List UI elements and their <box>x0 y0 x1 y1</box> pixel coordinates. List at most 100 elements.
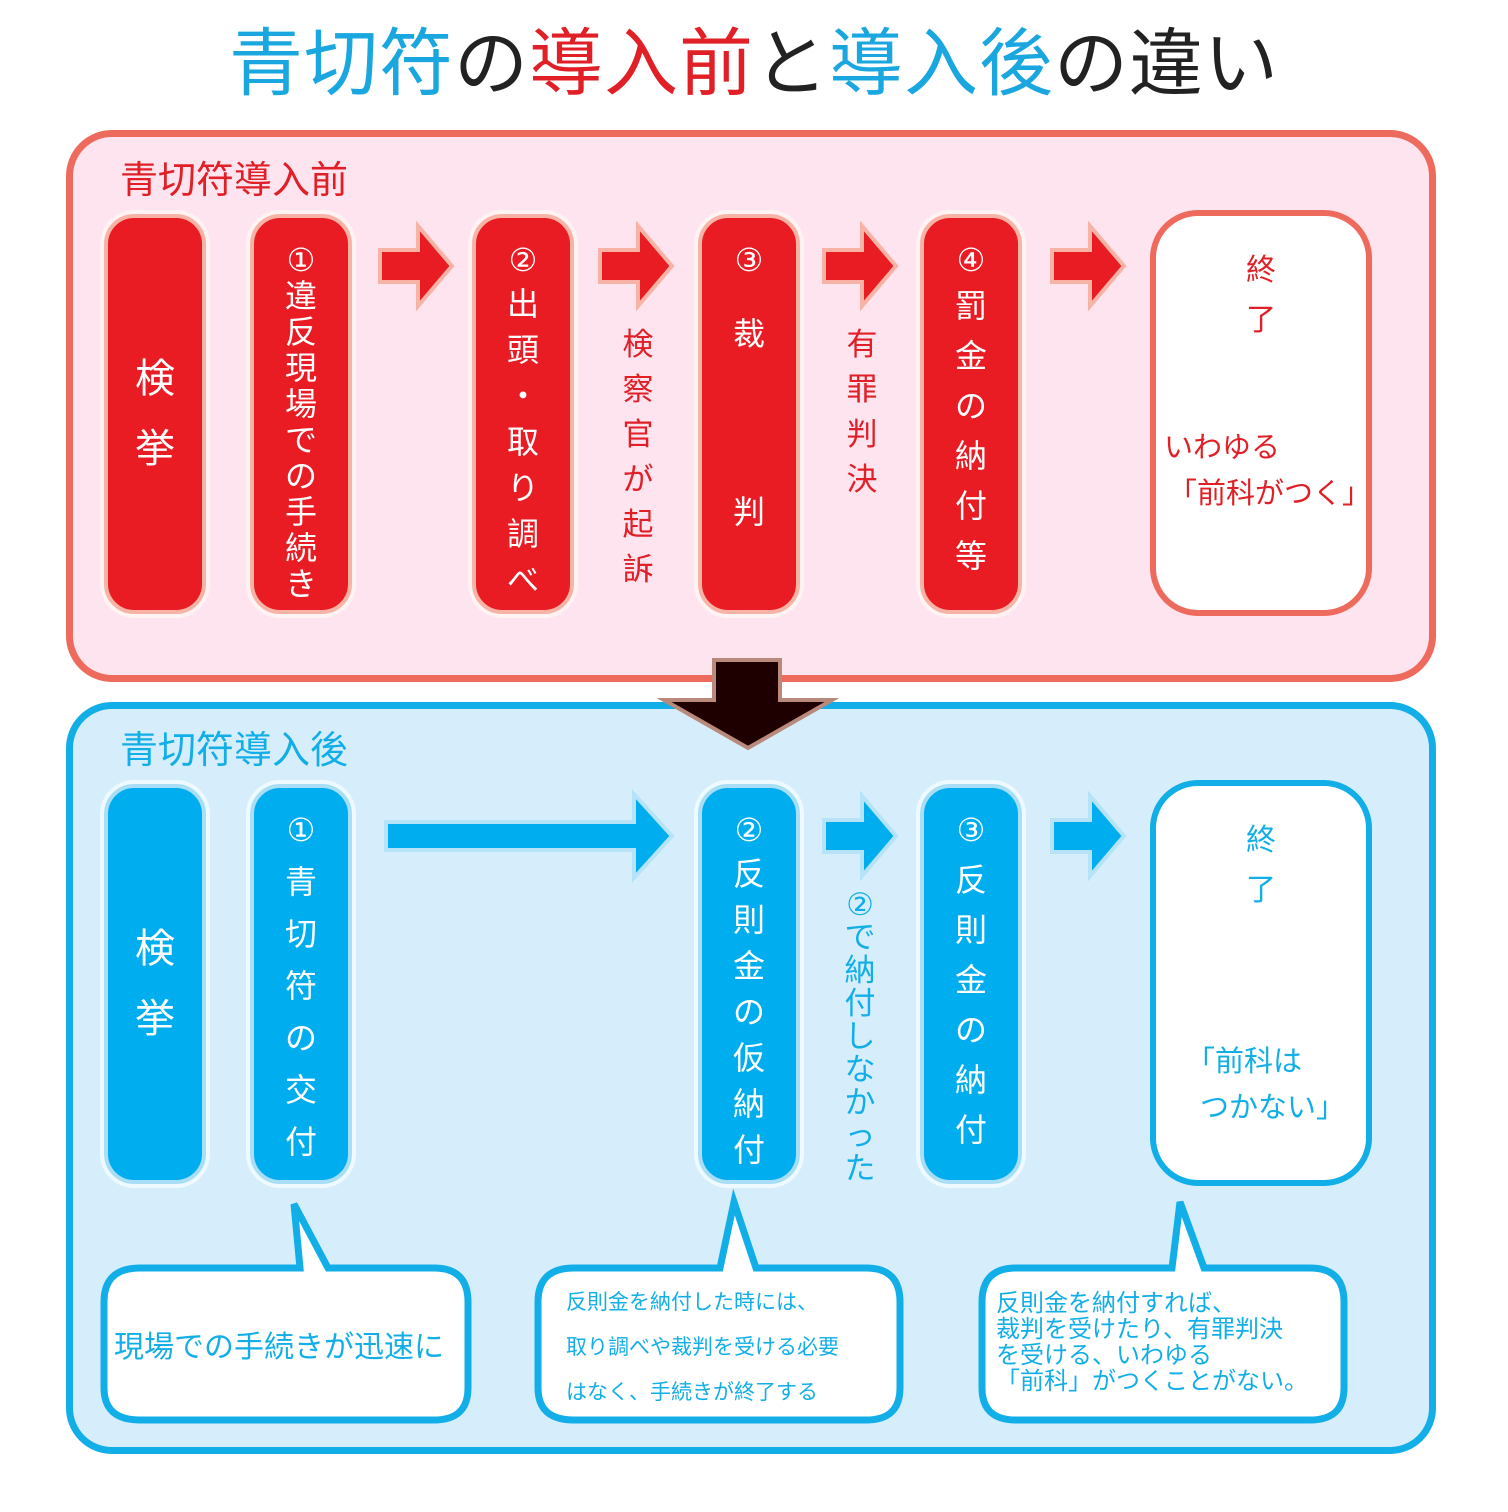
vertical-char: 訴 <box>622 552 654 588</box>
before-panel-title: 青切符導入前 <box>120 158 349 202</box>
vertical-char: 有 <box>846 327 878 363</box>
vertical-char: 青 <box>284 863 317 901</box>
vertical-char: 了 <box>1246 873 1276 908</box>
title-after: 導入後 <box>829 21 1054 107</box>
vertical-char: 挙 <box>135 996 175 1042</box>
before-end-line2: 「前科がつく」 <box>1168 476 1372 510</box>
bubble-2-line-2: 取り調べや裁判を受ける必要 <box>566 1335 839 1359</box>
vertical-char: か <box>844 1085 876 1121</box>
vertical-char: の <box>954 387 987 425</box>
vertical-char: 金 <box>954 337 987 375</box>
title-to: と <box>754 21 829 107</box>
before-start-arrest: 検挙 <box>104 214 206 614</box>
arrow-right-icon <box>598 220 675 312</box>
vertical-char: の <box>954 1011 987 1049</box>
vertical-char: 裁 <box>732 315 765 353</box>
after-panel-title: 青切符導入後 <box>120 728 349 772</box>
arrow-right-icon <box>1050 220 1127 312</box>
before-label-guilty-verdict: 有罪判決 <box>842 330 882 496</box>
vertical-char: 反 <box>284 313 317 351</box>
bubble-3-line-1: 反則金を納付すれば、 <box>996 1289 1236 1317</box>
after-start-arrest: 検挙 <box>104 784 206 1184</box>
vertical-char: 納 <box>954 1061 987 1099</box>
after-end-line1: 「前科は <box>1186 1044 1303 1078</box>
vertical-char: 検 <box>135 356 175 402</box>
after-step-2: ② 反則金の仮納付 <box>698 784 800 1184</box>
vertical-char: 切 <box>284 915 317 953</box>
vertical-char: 場 <box>284 385 317 423</box>
vertical-char: た <box>844 1151 876 1187</box>
vertical-char: ・ <box>506 377 539 415</box>
bubble-3-line-3: を受ける、いわゆる <box>996 1341 1212 1369</box>
vertical-char: 交 <box>284 1071 317 1109</box>
vertical-char: 納 <box>732 1085 765 1123</box>
vertical-char: 付 <box>732 1131 765 1169</box>
vertical-char: べ <box>506 561 539 599</box>
vertical-char: 則 <box>954 911 987 949</box>
speech-bubble-3 <box>978 1200 1348 1424</box>
after-end-title: 終了 <box>1156 826 1366 906</box>
speech-bubble-1 <box>100 1202 472 1424</box>
vertical-char: 決 <box>846 462 878 498</box>
vertical-char: 終 <box>1246 253 1276 288</box>
vertical-char: 手 <box>284 493 317 531</box>
before-step-3: ③ 裁判 <box>698 214 800 614</box>
vertical-char: の <box>284 1019 317 1057</box>
vertical-char: の <box>732 993 765 1031</box>
vertical-char: 金 <box>954 961 987 999</box>
after-step-3-number: ③ <box>956 811 986 849</box>
before-step-4-number: ④ <box>956 241 986 279</box>
vertical-char: 反 <box>732 855 765 893</box>
vertical-char: 出 <box>506 285 539 323</box>
arrow-right-icon <box>822 790 899 882</box>
after-step-1-label: 青切符の交付 <box>285 866 317 1158</box>
bubble-3-line-4: 「前科」がつくことがない。 <box>996 1367 1308 1395</box>
vertical-char: 了 <box>1246 303 1276 338</box>
vertical-char: 罪 <box>846 372 878 408</box>
vertical-char: 官 <box>622 417 654 453</box>
after-step-1-number: ① <box>286 811 316 849</box>
after-step-2-label: 反則金の仮納付 <box>733 858 765 1166</box>
title-no: の <box>454 21 529 107</box>
before-step-1: ① 違反現場での手続き <box>250 214 352 614</box>
vertical-char: 判 <box>846 417 878 453</box>
before-end-title: 終了 <box>1156 256 1366 336</box>
bubble-3-line-2: 裁判を受けたり、有罪判決 <box>996 1315 1284 1343</box>
after-step-3-label: 反則金の納付 <box>955 864 987 1146</box>
speech-bubble-2 <box>534 1188 904 1424</box>
vertical-char: 納 <box>844 953 876 989</box>
vertical-char: 現 <box>284 349 317 387</box>
bubble-1-text: 現場での手続きが迅速に <box>114 1330 444 1365</box>
vertical-char: 起 <box>622 507 654 543</box>
vertical-char: 察 <box>622 372 654 408</box>
before-step-2: ② 出頭・取り調べ <box>472 214 574 614</box>
vertical-char: 終 <box>1246 823 1276 858</box>
vertical-char: 等 <box>954 537 987 575</box>
vertical-char: 調 <box>506 515 539 553</box>
title-before: 導入前 <box>529 21 754 107</box>
vertical-char: 違 <box>284 277 317 315</box>
vertical-char: 判 <box>732 493 765 531</box>
title-difference: の違い <box>1054 21 1279 107</box>
arrow-down-icon <box>656 658 840 751</box>
before-step-1-number: ① <box>286 241 316 279</box>
after-end-line2: つかない」 <box>1200 1090 1346 1124</box>
vertical-char: 付 <box>954 487 987 525</box>
after-step-3: ③ 反則金の納付 <box>920 784 1022 1184</box>
arrow-right-icon <box>822 220 899 312</box>
title-aokippu: 青切符 <box>229 21 454 107</box>
vertical-char: 符 <box>284 967 317 1005</box>
page-title: 青切符の導入前と導入後の違い <box>0 14 1508 114</box>
before-step-2-number: ② <box>508 241 538 279</box>
vertical-char: が <box>622 462 654 498</box>
arrow-right-long-icon <box>384 788 675 884</box>
vertical-char: 付 <box>844 986 876 1022</box>
vertical-char: 続 <box>284 529 317 567</box>
before-label-prosecution: 検察官が起訴 <box>618 330 658 586</box>
before-step-1-label: 違反現場での手続き <box>285 280 317 600</box>
vertical-char: 金 <box>732 947 765 985</box>
bubble-2-line-3: はなく、手続きが終了する <box>566 1380 818 1404</box>
vertical-char: 付 <box>284 1123 317 1161</box>
vertical-char: 則 <box>732 901 765 939</box>
